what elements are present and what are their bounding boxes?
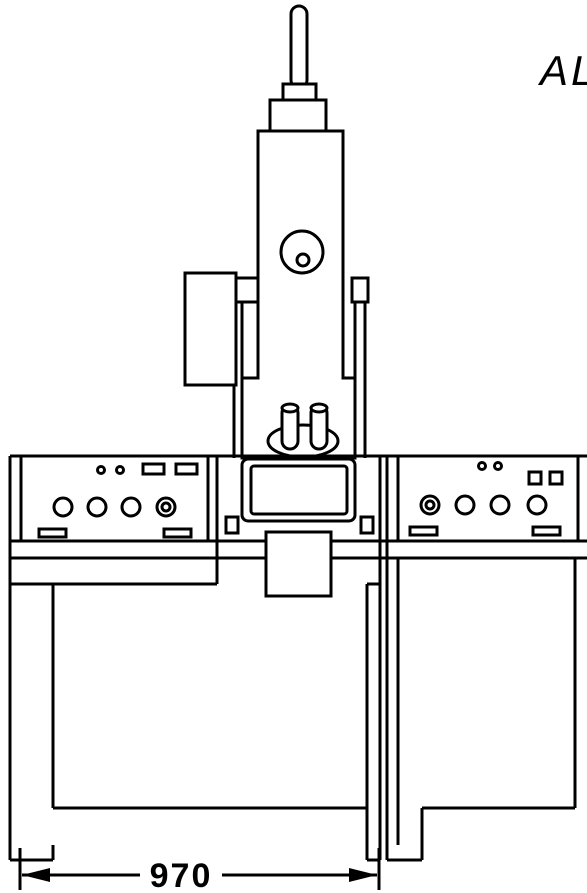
left-indicator-1 bbox=[96, 465, 106, 475]
right-knob-3 bbox=[489, 494, 511, 516]
center-foot-left bbox=[224, 515, 240, 535]
upper-collar bbox=[268, 98, 328, 134]
right-knob-4 bbox=[526, 494, 548, 516]
right-side-block bbox=[350, 276, 370, 304]
left-knob-2 bbox=[86, 496, 108, 518]
dimension-arrow-right bbox=[349, 868, 377, 882]
right-switch-row-2 bbox=[531, 525, 562, 537]
viewing-port bbox=[279, 229, 325, 275]
dimension-label: 970 bbox=[150, 857, 213, 893]
right-control-panel bbox=[408, 461, 564, 537]
table-frame bbox=[8, 558, 577, 862]
top-rod bbox=[289, 4, 309, 90]
left-switch-row-1 bbox=[37, 527, 68, 539]
column-body bbox=[240, 129, 357, 460]
column-tower bbox=[232, 4, 370, 460]
right-square-2 bbox=[548, 470, 564, 486]
left-indicator-2 bbox=[115, 465, 125, 475]
right-indicator-1 bbox=[477, 461, 487, 471]
left-knob-3 bbox=[120, 496, 142, 518]
left-hanging-box bbox=[183, 271, 238, 387]
left-side-block bbox=[234, 276, 260, 304]
right-indicator-2 bbox=[493, 461, 503, 471]
right-knob-2 bbox=[454, 494, 476, 516]
right-switch-row-1 bbox=[408, 525, 439, 537]
left-switch-row-2 bbox=[162, 527, 193, 539]
center-display-screen bbox=[249, 464, 349, 516]
center-block bbox=[264, 530, 333, 598]
left-knob-1 bbox=[52, 496, 74, 518]
left-switch-1 bbox=[141, 462, 166, 476]
dimension-arrow-left bbox=[22, 868, 50, 882]
center-foot-right bbox=[359, 515, 375, 535]
sample-stage bbox=[266, 402, 340, 459]
title-fragment: AL bbox=[537, 47, 587, 94]
console bbox=[8, 454, 587, 860]
dimension-970: 970 bbox=[18, 848, 381, 893]
right-square-1 bbox=[527, 470, 543, 486]
viewing-port-knob bbox=[295, 252, 311, 268]
left-control-panel bbox=[37, 462, 199, 539]
left-switch-2 bbox=[174, 462, 199, 476]
